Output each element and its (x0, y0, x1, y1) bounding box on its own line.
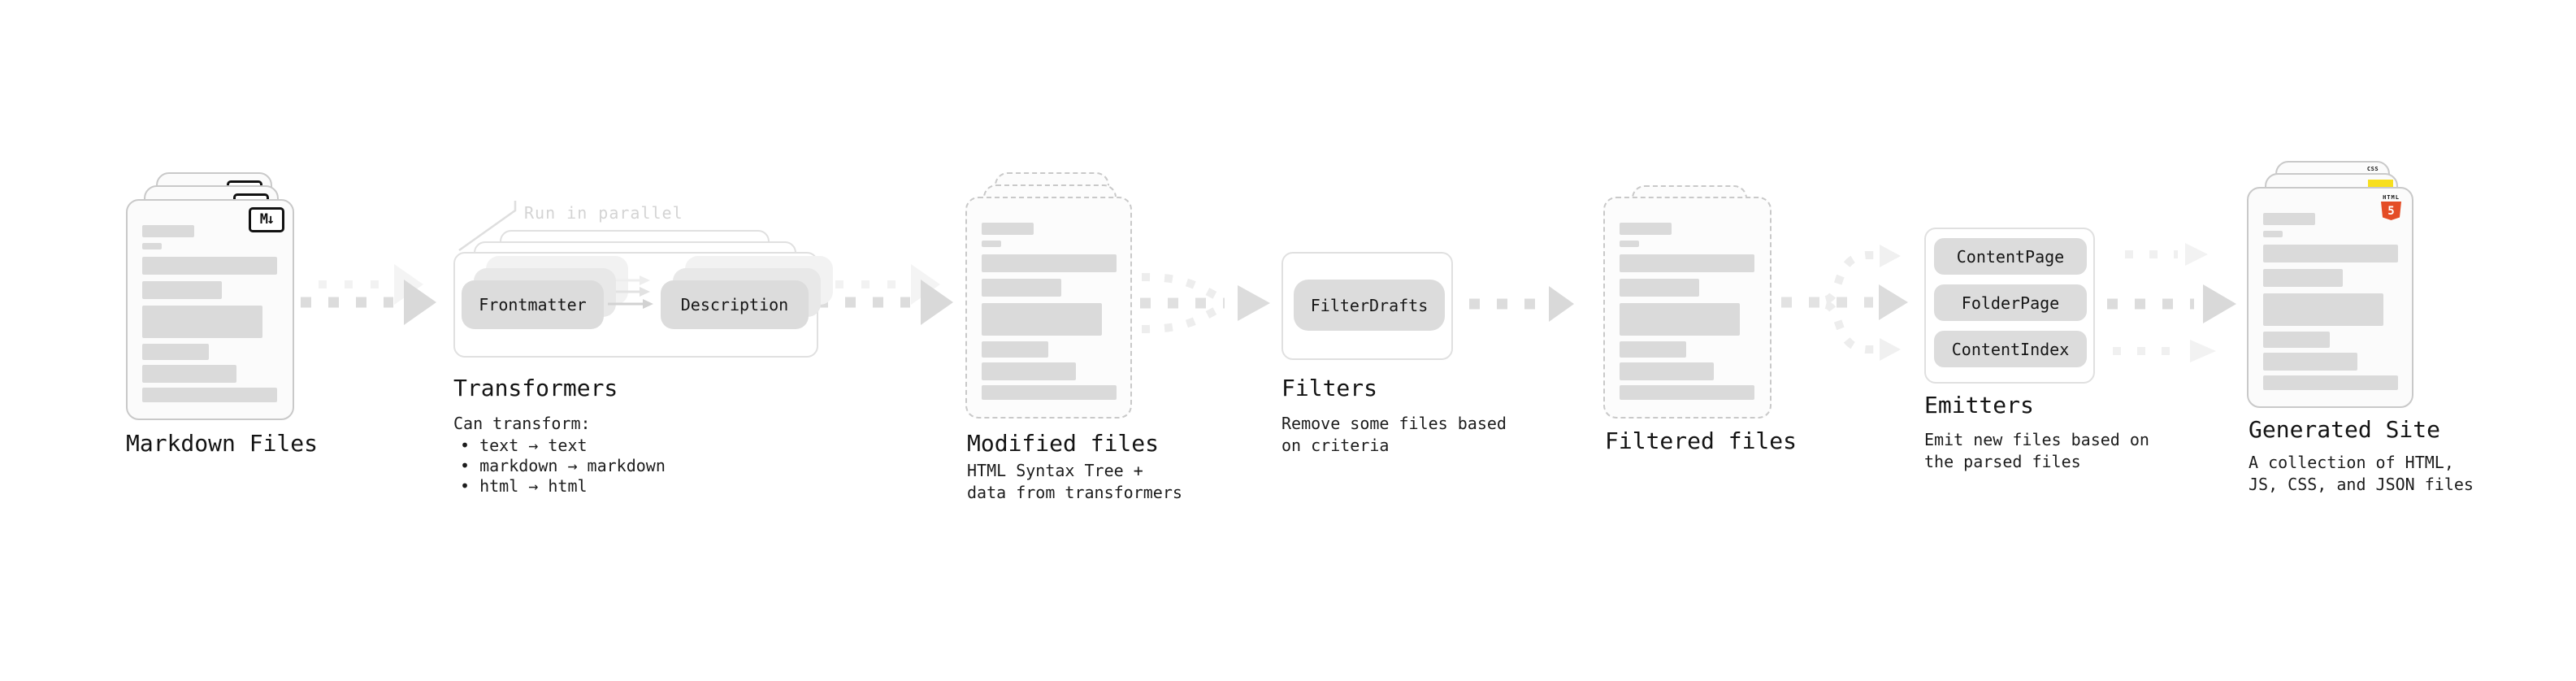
markdown-icon: M↓ (249, 207, 284, 232)
text-placeholder-bar (1620, 254, 1754, 272)
emitters-title: Emitters (1924, 392, 2034, 419)
text-placeholder-bar (142, 225, 194, 237)
modified-files-description: HTML Syntax Tree + data from transformer… (967, 461, 1182, 502)
html5-icon-label: HTML (2383, 194, 2400, 201)
transformers-title: Transformers (453, 375, 618, 401)
text-placeholder-bar (1620, 362, 1714, 380)
modified-files-title: Modified files (967, 430, 1160, 457)
run-in-parallel-callout-line (458, 201, 517, 252)
folderpage-emitter-pill: FolderPage (1934, 284, 2087, 321)
filters-title: Filters (1281, 375, 1378, 401)
text-placeholder-bar (982, 362, 1076, 380)
bullet-item: • text → text (460, 436, 588, 455)
arrow-emitters-to-generated-icon (2107, 243, 2236, 362)
contentpage-emitter-pill: ContentPage (1934, 238, 2087, 275)
bullet-item: • markdown → markdown (460, 456, 666, 475)
arrow-modified-to-filters-icon (1140, 273, 1270, 333)
text-placeholder-bar (1620, 341, 1686, 358)
frontmatter-transformer-pill: Frontmatter (462, 280, 604, 329)
text-placeholder-bar (982, 341, 1048, 358)
filterdrafts-pill: FilterDrafts (1294, 280, 1445, 331)
arrow-filtered-to-emitters-icon (1781, 245, 1908, 361)
generated-html-file-card: HTML 5 (2247, 187, 2413, 408)
parallel-run-arrows-icon (608, 275, 653, 309)
text-placeholder-bar (142, 257, 277, 275)
text-placeholder-bar (142, 365, 236, 383)
text-placeholder-bar (2263, 353, 2357, 371)
text-placeholder-bar (2263, 269, 2343, 287)
text-placeholder-bar (2263, 332, 2330, 348)
transformers-bullet-list: • text → text • markdown → markdown • ht… (460, 436, 666, 497)
text-placeholder-bar (982, 385, 1117, 400)
generated-site-description: A collection of HTML, JS, CSS, and JSON … (2249, 453, 2474, 494)
text-placeholder-bar (2263, 293, 2383, 326)
text-placeholder-bar (982, 254, 1117, 272)
text-placeholder-bar (2263, 375, 2398, 390)
text-placeholder-bar (1620, 279, 1699, 297)
html5-icon: HTML 5 (2380, 194, 2402, 220)
modified-file-card-front (965, 197, 1132, 419)
text-placeholder-bar (1620, 303, 1740, 336)
transformers-desc-heading: Can transform: (453, 414, 591, 433)
arrow-filters-to-filtered-icon (1469, 286, 1574, 322)
text-placeholder-bar (142, 243, 162, 249)
text-placeholder-bar (1620, 223, 1672, 235)
markdown-files-title: Markdown Files (126, 430, 319, 457)
text-placeholder-bar (1620, 241, 1639, 247)
markdown-file-card-front: M↓ (126, 199, 294, 420)
text-placeholder-bar (982, 223, 1034, 235)
html5-icon-shield: 5 (2381, 202, 2401, 220)
emitters-description: Emit new files based on the parsed files (1924, 430, 2149, 471)
text-placeholder-bar (1620, 385, 1754, 400)
text-placeholder-bar (982, 241, 1001, 247)
text-placeholder-bar (982, 279, 1061, 297)
text-placeholder-bar (142, 306, 262, 338)
text-placeholder-bar (982, 303, 1102, 336)
description-transformer-pill: Description (661, 280, 809, 329)
text-placeholder-bar (142, 281, 222, 299)
run-in-parallel-annotation: Run in parallel (524, 203, 683, 223)
bullet-item: • html → html (460, 476, 588, 496)
filters-description: Remove some files based on criteria (1281, 414, 1507, 455)
contentindex-emitter-pill: ContentIndex (1934, 331, 2087, 367)
css-icon-label: CSS (2366, 166, 2379, 172)
text-placeholder-bar (142, 344, 209, 360)
text-placeholder-bar (2263, 245, 2398, 262)
generated-site-title: Generated Site (2249, 416, 2441, 443)
filtered-files-title: Filtered files (1605, 427, 1798, 454)
filtered-file-card-front (1603, 197, 1772, 419)
text-placeholder-bar (2263, 213, 2315, 225)
text-placeholder-bar (2263, 231, 2283, 237)
text-placeholder-bar (142, 388, 277, 402)
